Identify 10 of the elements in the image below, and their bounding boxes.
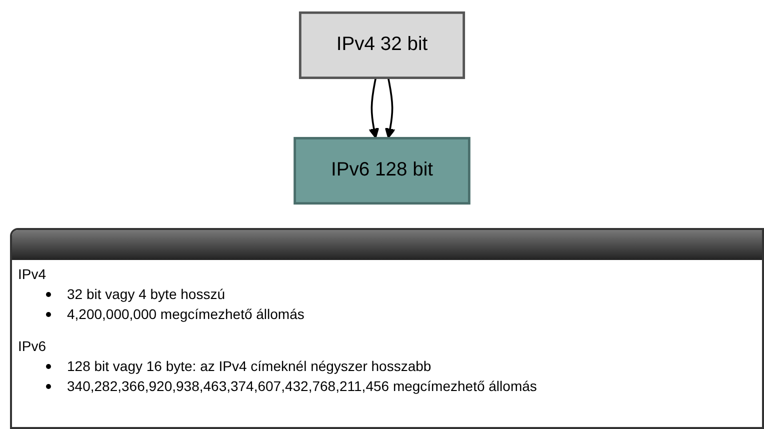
node-box: IPv4 32 bit bbox=[298, 10, 466, 79]
arrow bbox=[384, 77, 396, 138]
section-heading: IPv4 bbox=[18, 266, 48, 282]
arrow bbox=[368, 77, 380, 138]
node-box: IPv6 128 bit bbox=[294, 136, 470, 204]
bullet-text: 4,200,000,000 megcímezhető állomás bbox=[67, 306, 304, 322]
section-heading: IPv6 bbox=[18, 338, 48, 354]
bullet-text: 128 bit vagy 16 byte: az IPv4 címeknél négyszer hosszabb bbox=[67, 358, 432, 374]
bullet-text: 340,282,366,920,938,463,374,607,432,768,211,456 megcímezhető állomás bbox=[67, 378, 537, 394]
bullet-text: 32 bit vagy 4 byte hosszú bbox=[67, 286, 225, 302]
